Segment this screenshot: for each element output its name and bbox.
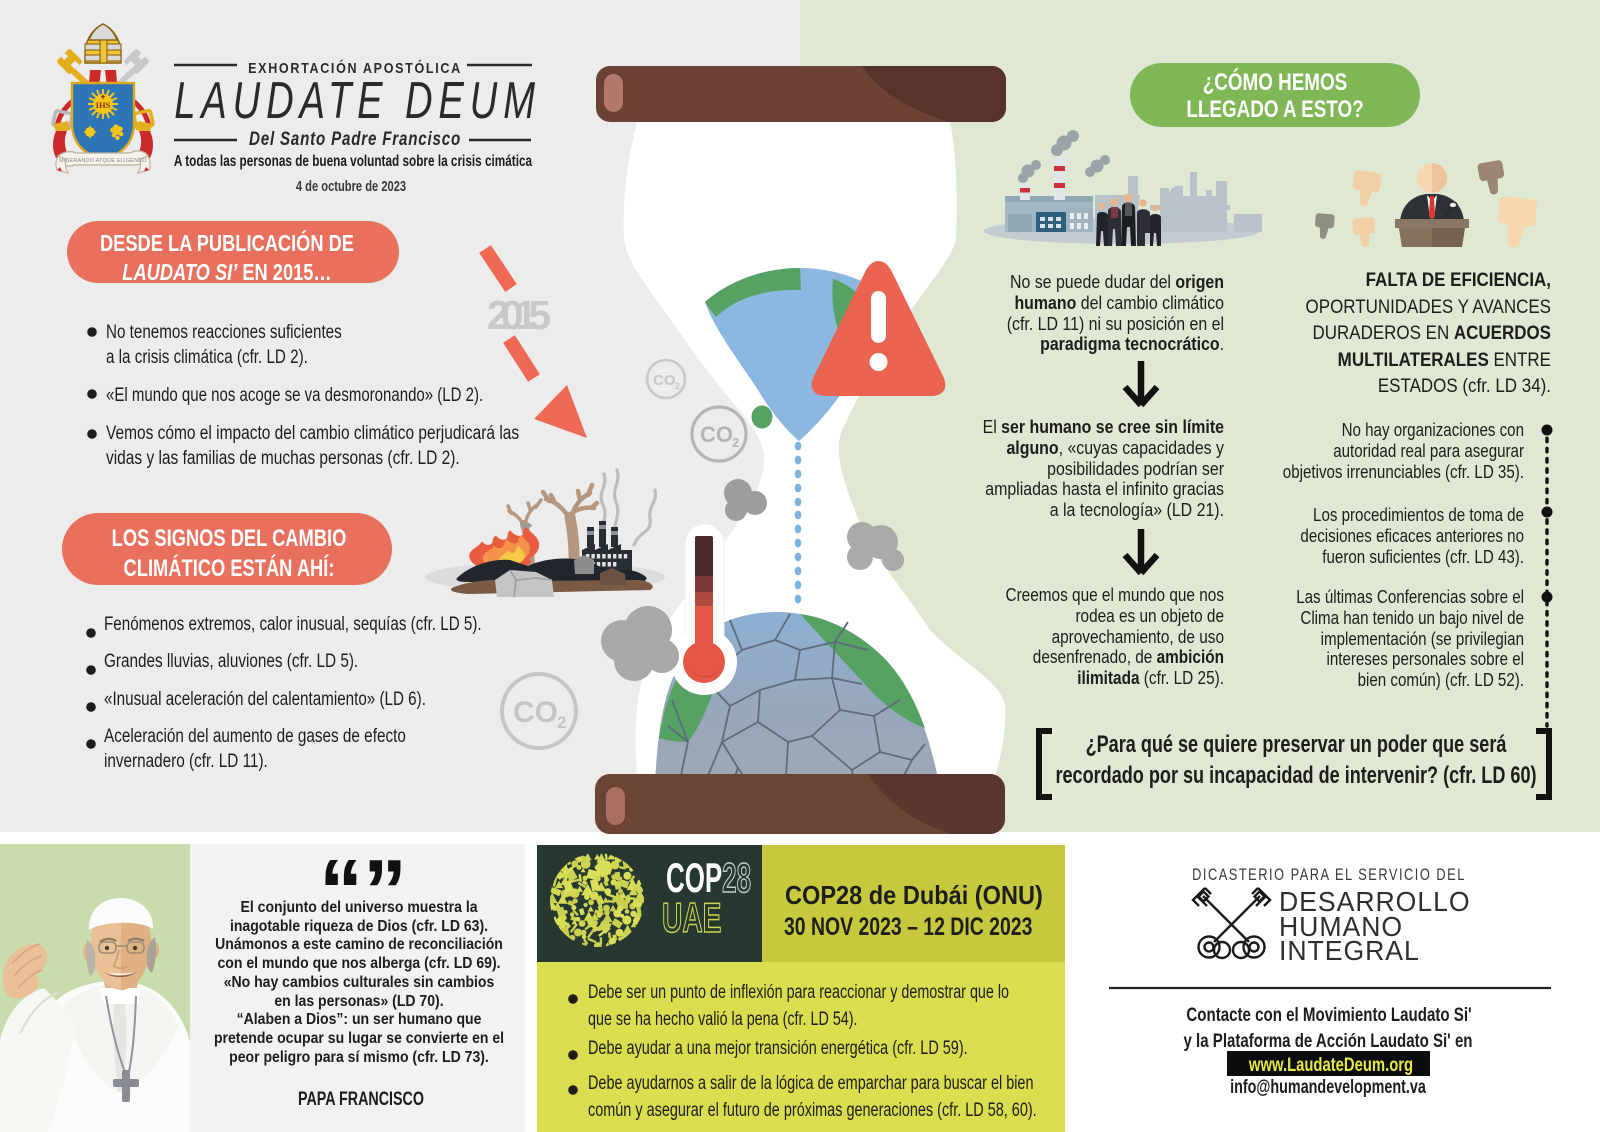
svg-text:IHS: IHS [96,100,111,110]
svg-text:2: 2 [675,381,680,391]
svg-text:2: 2 [557,713,566,732]
svg-text:2015: 2015 [487,292,550,338]
svg-text:MISERANDO ATQUE ELIGENDO: MISERANDO ATQUE ELIGENDO [59,158,147,164]
svg-text:CO: CO [513,696,558,729]
svg-text:CO: CO [653,372,676,389]
svg-text:CO: CO [700,422,733,447]
svg-text:2: 2 [732,435,739,450]
